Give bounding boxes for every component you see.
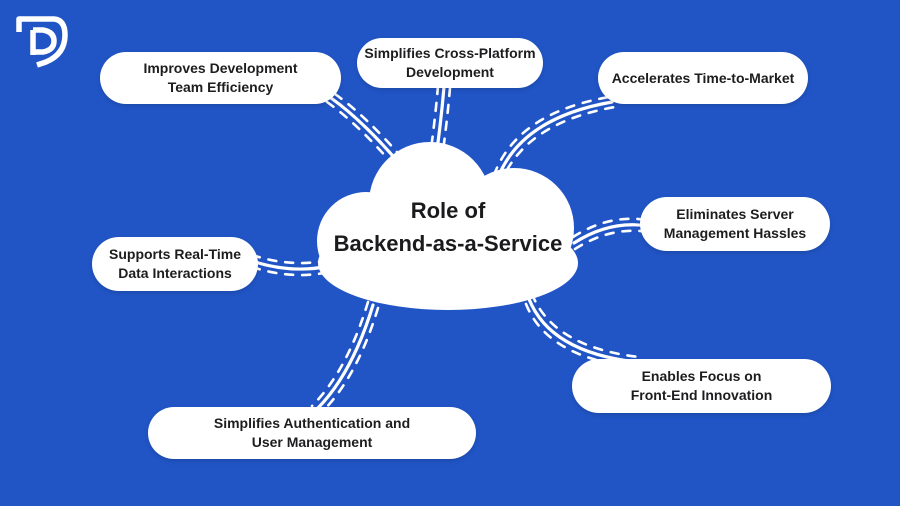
bubble-label: Supports Real-Time [109,246,241,262]
bubble-label: Improves Development [143,60,298,76]
cloud-title-line1: Role of [410,198,486,223]
bubble-label: Development [406,64,494,80]
cloud-title-line2: Backend-as-a-Service [333,231,563,256]
td-monogram-icon [16,16,68,68]
bubble-enables-focus-on-front-end-innovation: Enables Focus on Front-End Innovation [572,359,831,413]
connector-front-end-innovation [524,292,641,369]
bubble-label: Accelerates Time-to-Market [611,69,795,86]
cloud-title: Role of Backend-as-a-Service [288,194,608,260]
bubble-accelerates-time-to-market: Accelerates Time-to-Market [598,52,808,104]
connector-improves-development [325,92,405,169]
bubble-eliminates-server-management-hassles: Eliminates Server Management Hassles [640,197,830,251]
bubble-simplifies-cross-platform-development: Simplifies Cross-Platform Development [357,38,543,88]
connector-authentication [310,300,380,414]
bubble-label: Team Efficiency [167,79,274,95]
bubble-label: Simplifies Cross-Platform [364,45,536,61]
bubble-label: Data Interactions [118,265,232,281]
bubble-simplifies-authentication-and-user-management: Simplifies Authentication and User Manag… [148,407,476,459]
bubble-improves-development-team-efficiency: Improves Development Team Efficiency [100,52,341,104]
bubble-label: Eliminates Server [676,206,794,222]
bubble-label: User Management [251,434,373,450]
bubble-label: Enables Focus on [641,368,762,384]
bubble-label: Front-End Innovation [630,387,773,403]
connector-time-to-market [492,95,617,187]
bubble-label: Management Hassles [663,225,807,241]
bubble-label: Simplifies Authentication and [213,415,411,431]
cloud-icon [317,142,578,310]
bubble-supports-real-time-data-interactions: Supports Real-Time Data Interactions [92,237,258,291]
